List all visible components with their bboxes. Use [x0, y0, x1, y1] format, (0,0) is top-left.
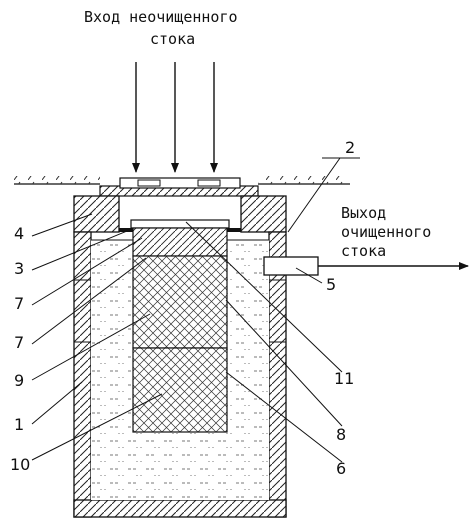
- callout-3: 3: [14, 259, 24, 278]
- inlet-arrows: [132, 62, 218, 173]
- callout-10: 10: [10, 455, 30, 474]
- filter-layer-bottom: [132, 347, 228, 433]
- callout-5: 5: [326, 275, 336, 294]
- inlet-title-line1: Вход неочищенного: [84, 8, 238, 26]
- leader-lines: [31, 157, 360, 463]
- filter-layer-top: [132, 227, 228, 257]
- callout-7a: 7: [14, 294, 24, 313]
- callout-1: 1: [14, 415, 24, 434]
- outlet-pipe: [263, 256, 469, 276]
- callout-9: 9: [14, 371, 24, 390]
- callout-8: 8: [336, 425, 346, 444]
- callout-7b: 7: [14, 333, 24, 352]
- callout-11: 11: [334, 369, 354, 388]
- tank-walls: [73, 195, 287, 518]
- filter-cartridge: [130, 219, 230, 433]
- outlet-title-line1: Выход: [341, 204, 386, 222]
- callout-4: 4: [14, 224, 24, 243]
- inlet-title-line2: стока: [150, 30, 195, 48]
- callout-6: 6: [336, 459, 346, 478]
- outlet-title-line3: стока: [341, 242, 386, 260]
- ground-surface: [14, 176, 350, 185]
- filter-layer-middle: [132, 255, 228, 349]
- callout-2: 2: [345, 138, 355, 157]
- outlet-title-line2: очищенного: [341, 223, 431, 241]
- inlet-grate-lid: [99, 177, 259, 197]
